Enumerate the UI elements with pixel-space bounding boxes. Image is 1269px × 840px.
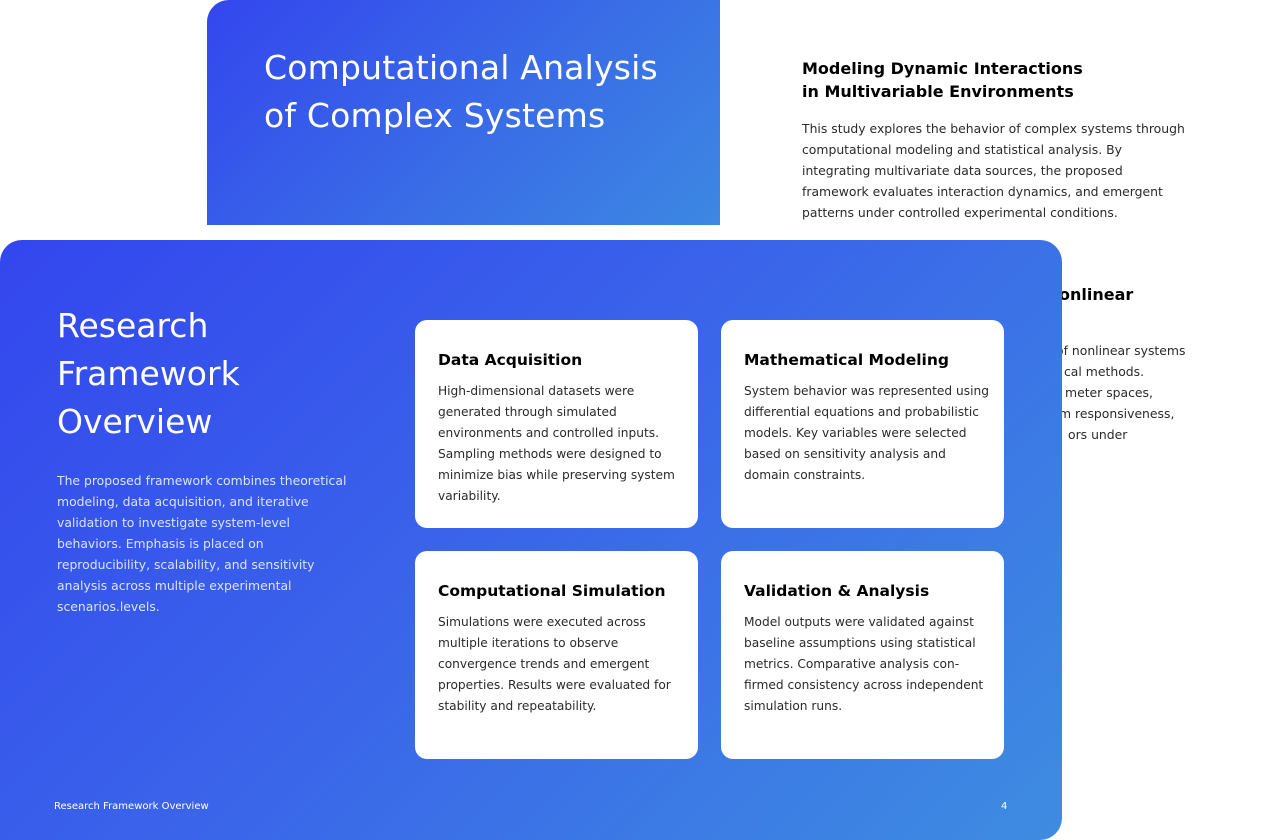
back-section-2-body: of nonlinear systems cal methods. meter …	[802, 340, 1197, 445]
slide-footer-label: Research Framework Overview	[54, 801, 209, 812]
card-title: Computational Simulation	[438, 582, 666, 600]
back-section-2-heading-visible: onlinear	[1059, 285, 1134, 304]
card-title: Mathematical Modeling	[744, 351, 949, 369]
back-section-heading: Modeling Dynamic Interactions in Multiva…	[802, 59, 1083, 101]
back-section-2-line: of nonlinear systems	[1056, 343, 1186, 358]
card-title: Validation & Analysis	[744, 582, 930, 600]
card-body: System behavior was represented using di…	[744, 384, 989, 482]
card-body: High-dimensional datasets were generated…	[438, 384, 675, 503]
slide-title: Research Framework Overview	[57, 306, 240, 441]
framework-card-validation-analysis: Validation & Analysis Model outputs were…	[721, 551, 1004, 759]
back-section-2-heading: onlinear	[802, 283, 1182, 306]
framework-card-computational-simulation: Computational Simulation Simulations wer…	[415, 551, 698, 759]
front-slide[interactable]: Research Framework Overview The proposed…	[0, 240, 1062, 840]
card-body: Simulations were executed across multipl…	[438, 615, 671, 713]
back-section-2-line: cal methods.	[1064, 364, 1145, 379]
slide-intro-paragraph: The proposed framework combines theoreti…	[57, 473, 347, 614]
back-section-body: This study explores the behavior of comp…	[802, 121, 1185, 220]
back-slide-hero-panel: Computational Analysis of Complex System…	[207, 0, 720, 225]
framework-card-data-acquisition: Data Acquisition High-dimensional datase…	[415, 320, 698, 528]
back-section-2-line: m responsiveness,	[1059, 406, 1175, 421]
card-title: Data Acquisition	[438, 351, 583, 369]
back-slide-title: Computational Analysis of Complex System…	[264, 48, 658, 135]
back-section-2-line: ors under	[1068, 427, 1128, 442]
back-section-2-line: meter spaces,	[1065, 385, 1153, 400]
framework-card-mathematical-modeling: Mathematical Modeling System behavior wa…	[721, 320, 1004, 528]
card-body: Model outputs were validated against bas…	[744, 615, 984, 713]
slide-page-number: 4	[1001, 801, 1008, 812]
